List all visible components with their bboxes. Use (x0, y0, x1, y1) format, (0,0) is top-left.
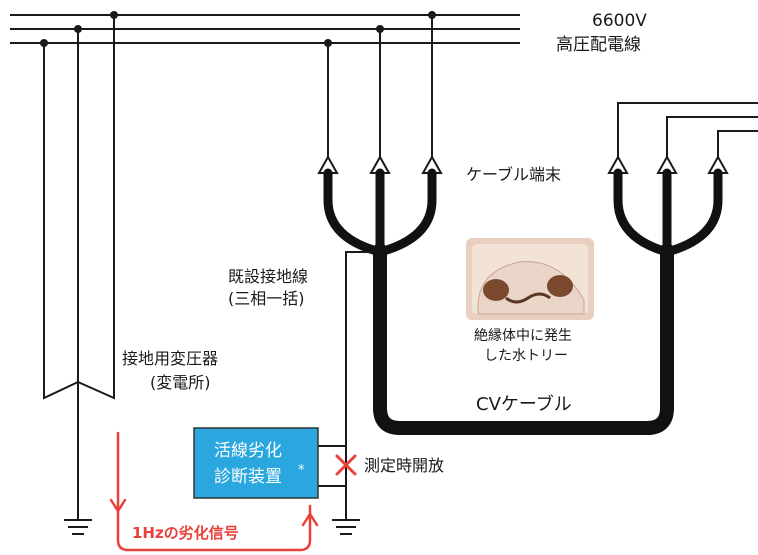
cv-cable (323, 168, 723, 435)
device-asterisk: * (298, 463, 305, 478)
grounding-transformer-label: 接地用変圧器 (122, 349, 218, 368)
grounding-transformer-sublabel: (変電所) (150, 373, 211, 392)
device-label-line2: 診断装置 (214, 467, 282, 487)
device-label: 活線劣化 (214, 441, 282, 461)
transformer-ground-symbol (64, 519, 92, 535)
signal-arrows (109, 498, 319, 527)
diagnosis-device-box (193, 427, 319, 499)
open-during-measurement-label: 測定時開放 (364, 456, 444, 475)
open-switch-x-icon (335, 454, 357, 476)
voltage-label: 6600V (592, 11, 647, 31)
cable-ground-symbol (332, 519, 360, 535)
up-arrow-icon (301, 512, 319, 527)
right-lines (617, 102, 758, 157)
water-tree-caption-line2: した水トリー (484, 348, 568, 364)
signal-path (116, 431, 312, 552)
grounding-transformer (43, 15, 115, 520)
cable-terminal-label: ケーブル端末 (466, 165, 561, 184)
water-tree-caption: 絶縁体中に発生 (474, 328, 572, 344)
signal-1hz-label: 1Hzの劣化信号 (132, 524, 239, 542)
existing-ground-line-sublabel: (三相一括) (228, 289, 305, 308)
distribution-lines (10, 14, 520, 44)
existing-ground-line-label: 既設接地線 (228, 267, 308, 286)
water-tree-photo (466, 238, 594, 320)
terminal-drops-left (327, 15, 433, 157)
distribution-line-label: 高圧配電線 (556, 35, 641, 55)
device-connections (318, 445, 346, 487)
cv-cable-label: CVケーブル (476, 393, 572, 415)
down-arrow-icon (109, 498, 127, 513)
existing-ground-wire (345, 251, 372, 520)
